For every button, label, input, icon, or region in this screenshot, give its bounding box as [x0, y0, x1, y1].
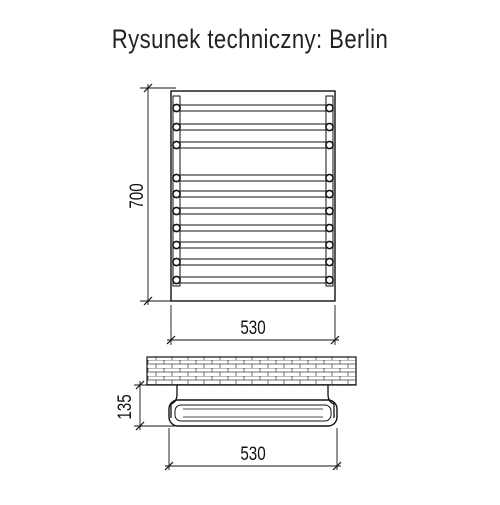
rail-joint	[172, 189, 181, 199]
rail	[179, 141, 327, 149]
rail	[179, 241, 327, 249]
wall-section	[146, 356, 357, 386]
rail-joint	[325, 223, 334, 233]
side-width-dimension: 530	[164, 428, 342, 471]
rail	[179, 258, 327, 266]
rail-joint	[325, 275, 334, 285]
rail-joint	[325, 173, 334, 183]
height-dimension-label: 700	[125, 183, 147, 208]
side-view	[146, 356, 357, 427]
rail-joint	[172, 240, 181, 250]
drawing-title: Rysunek techniczny: Berlin	[111, 24, 389, 54]
front-view	[170, 90, 336, 302]
rail-profile	[168, 399, 338, 427]
height-dimension: 700	[125, 83, 176, 306]
radiator-frame	[170, 90, 336, 302]
rail-joint	[325, 140, 334, 150]
rail	[179, 123, 327, 131]
rail-joint	[172, 257, 181, 267]
rail-joint	[172, 275, 181, 285]
rail-joint	[325, 257, 334, 267]
rail-joint	[172, 206, 181, 216]
rail-group	[172, 103, 334, 285]
rail-joint	[172, 122, 181, 132]
side-width-label: 530	[240, 442, 265, 464]
rail-joint	[172, 173, 181, 183]
front-width-label: 530	[240, 316, 265, 338]
rail-joint	[325, 122, 334, 132]
rail-joint	[172, 223, 181, 233]
rail-joint	[325, 189, 334, 199]
rail-joint	[172, 140, 181, 150]
rail	[179, 190, 327, 198]
rail	[179, 207, 327, 215]
rail-joint	[172, 103, 181, 113]
rail	[179, 174, 327, 182]
rail-joint	[325, 240, 334, 250]
rail	[179, 224, 327, 232]
rail-joint	[325, 206, 334, 216]
rail	[179, 104, 327, 112]
depth-dimension: 135	[113, 380, 175, 431]
rail	[179, 276, 327, 284]
depth-dimension-label: 135	[113, 394, 135, 419]
rail-joint	[325, 103, 334, 113]
front-width-dimension: 530	[166, 305, 340, 345]
